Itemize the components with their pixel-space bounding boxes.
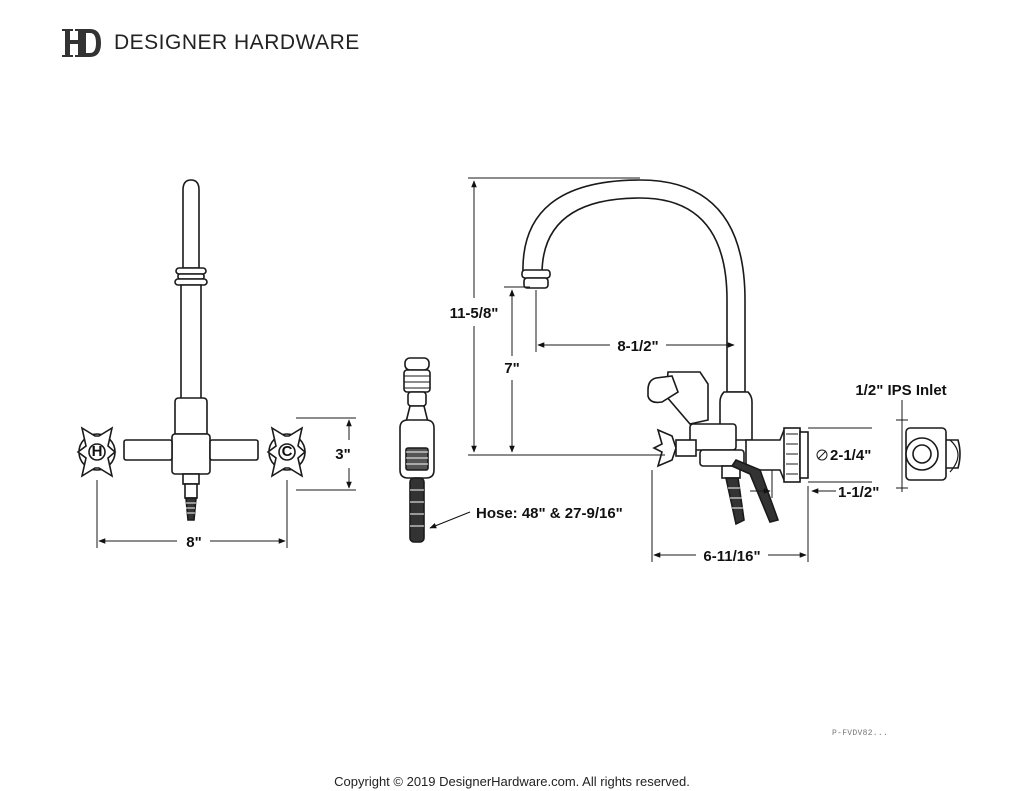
- hose-leader-line: [429, 511, 471, 529]
- dim-front-width: [96, 480, 288, 548]
- dim-side-spout-reach-label: 8-1/2": [617, 338, 658, 355]
- dim-front-height: [296, 417, 356, 491]
- dim-side-depth-label: 6-11/16": [703, 548, 760, 565]
- dim-front-height-label: 3": [335, 446, 350, 463]
- cold-marker: C: [282, 443, 293, 460]
- inlet-view: [905, 427, 961, 481]
- dim-hose-label: Hose: 48" & 27-9/16": [476, 505, 623, 522]
- inlet-label: 1/2" IPS Inlet: [855, 382, 946, 399]
- dim-side-depth: [651, 470, 809, 562]
- dim-side-flange-offset-label: 1-1/2": [838, 484, 879, 501]
- brand-header: DESIGNER HARDWARE: [62, 26, 360, 60]
- side-view: [521, 179, 809, 526]
- brand-name: DESIGNER HARDWARE: [114, 31, 360, 54]
- hot-marker: H: [92, 443, 103, 460]
- dim-inlet: [896, 400, 908, 492]
- dim-side-spout-height-label: 7": [504, 360, 519, 377]
- dim-side-flange-offset: [750, 470, 836, 498]
- brand-logo-icon: [62, 29, 101, 57]
- part-number: P-FVDV82...: [832, 729, 889, 738]
- dim-side-spout-height: [504, 286, 530, 453]
- dim-side-total-height: [468, 177, 665, 456]
- front-view: [76, 179, 307, 521]
- dim-side-flange-diameter-label: 2-1/4": [830, 447, 871, 464]
- copyright-notice: Copyright © 2019 DesignerHardware.com. A…: [334, 774, 690, 789]
- dim-side-flange-diameter: [808, 427, 872, 483]
- sprayer-view: [399, 357, 435, 543]
- dim-side-total-height-label: 11-5/8": [450, 305, 499, 322]
- dim-front-width-label: 8": [186, 534, 201, 551]
- dim-side-spout-reach: [535, 290, 735, 352]
